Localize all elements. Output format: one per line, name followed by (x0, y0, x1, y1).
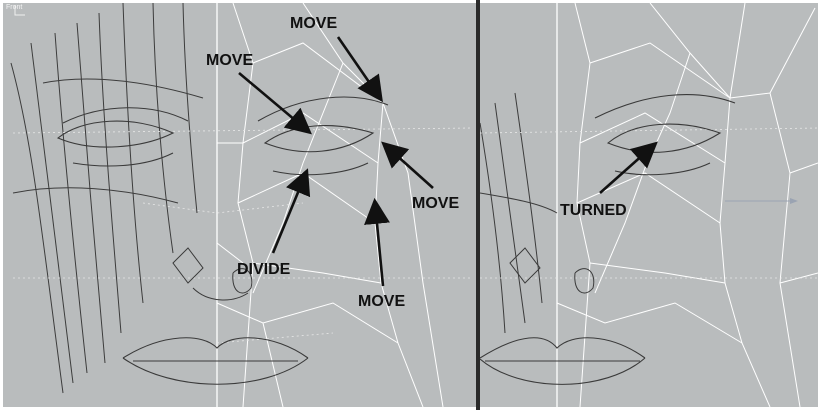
viewport-divider[interactable] (476, 0, 480, 410)
label-move-top: MOVE (290, 15, 337, 32)
arrow-move-eye (238, 72, 312, 135)
front-viewport-left[interactable]: Front (3, 3, 476, 407)
arrow-divide (271, 168, 311, 254)
arrow-move-right (381, 141, 434, 189)
label-move-right: MOVE (412, 195, 459, 212)
label-move-bottom: MOVE (358, 293, 405, 310)
axis-gizmo-icon (14, 5, 25, 16)
face-wireframe-left: MOVE MOVE MOVE DIVIDE MOVE (10, 3, 474, 407)
label-divide: DIVIDE (237, 261, 291, 278)
front-viewport-right[interactable]: TURNED (480, 3, 818, 407)
arrow-move-top (336, 36, 383, 103)
viewport-label[interactable]: Front (6, 4, 23, 11)
face-wireframe-right: TURNED (480, 3, 818, 407)
arrow-turned (599, 141, 658, 194)
label-move-eye: MOVE (206, 52, 253, 69)
arrow-move-bottom (364, 197, 390, 287)
label-turned: TURNED (560, 202, 627, 219)
